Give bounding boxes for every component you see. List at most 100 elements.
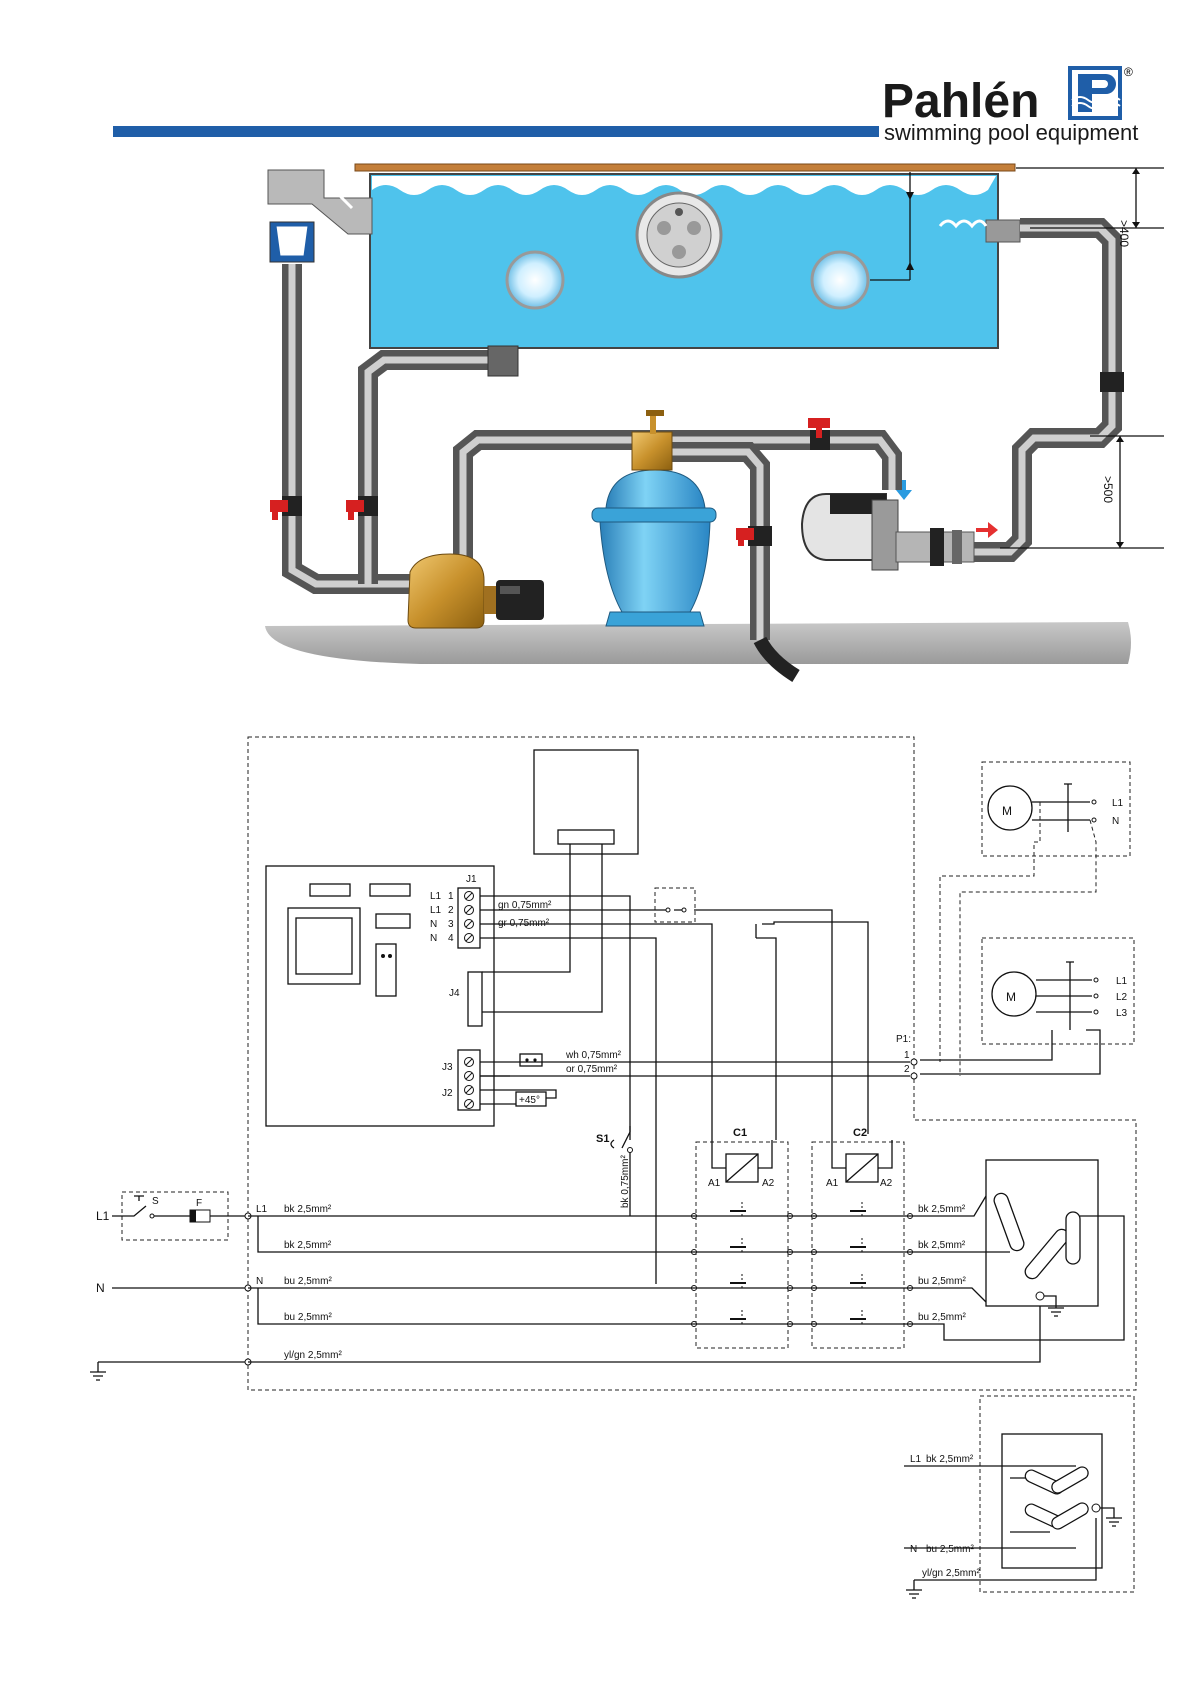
svg-text:A2: A2 xyxy=(880,1178,893,1189)
svg-text:>500: >500 xyxy=(1101,476,1115,503)
brand-tagline: swimming pool equipment xyxy=(884,120,1138,145)
svg-text:J2: J2 xyxy=(442,1088,453,1099)
j1-terminal: L1 1 xyxy=(430,891,474,902)
svg-text:bk 2,5mm²: bk 2,5mm² xyxy=(918,1240,966,1251)
j1-terminal-line: L1 xyxy=(430,891,442,902)
svg-text:gr 0,75mm²: gr 0,75mm² xyxy=(498,918,550,929)
svg-text:N: N xyxy=(1112,816,1119,827)
cleaner-unit xyxy=(635,191,723,279)
svg-text:or 0,75mm²: or 0,75mm² xyxy=(566,1064,618,1075)
control-board xyxy=(265,865,495,1127)
terminal-block-j3-j2: J3 J2 +45° xyxy=(442,1049,557,1111)
return-nozzle xyxy=(938,219,1021,243)
enclosure-boundary xyxy=(247,736,1137,1391)
svg-text:L1: L1 xyxy=(1112,798,1124,809)
circulation-pump xyxy=(407,553,544,629)
svg-text:L1: L1 xyxy=(910,1454,922,1465)
ground xyxy=(265,622,1131,664)
svg-text:N: N xyxy=(96,1281,105,1295)
svg-text:A1: A1 xyxy=(708,1178,721,1189)
ground-symbol-icon xyxy=(1100,1507,1122,1527)
brand-logo-icon xyxy=(1068,66,1122,120)
j1-terminal-num: 4 xyxy=(448,933,454,944)
svg-text:N: N xyxy=(910,1544,917,1555)
svg-text:+45°: +45° xyxy=(519,1095,540,1106)
svg-text:C1: C1 xyxy=(733,1127,747,1139)
underwater-light-right xyxy=(810,250,870,310)
svg-text:N: N xyxy=(256,1276,263,1287)
svg-text:bk 2,5mm²: bk 2,5mm² xyxy=(284,1240,332,1251)
j1-terminal-num: 1 xyxy=(448,891,454,902)
svg-text:S1: S1 xyxy=(596,1133,609,1145)
svg-text:J1: J1 xyxy=(466,874,477,885)
svg-text:bu 2,5mm²: bu 2,5mm² xyxy=(918,1312,966,1323)
svg-text:bk 0,75mm²: bk 0,75mm² xyxy=(620,1155,631,1208)
switch-s1: S1 bk 0,75mm² xyxy=(596,1126,633,1216)
svg-text:yl/gn 2,5mm²: yl/gn 2,5mm² xyxy=(922,1568,980,1579)
svg-text:bu 2,5mm²: bu 2,5mm² xyxy=(284,1312,332,1323)
contactor-c1: C1 A1 A2 xyxy=(695,1127,789,1349)
dimension-bottom: >500 xyxy=(1000,435,1164,549)
svg-text:S: S xyxy=(152,1196,159,1207)
brand-name: Pahlén xyxy=(882,75,1039,128)
svg-text:P1:: P1: xyxy=(896,1034,911,1045)
svg-text:yl/gn 2,5mm²: yl/gn 2,5mm² xyxy=(284,1350,342,1361)
ground-symbol-icon xyxy=(90,1361,118,1381)
svg-text:1: 1 xyxy=(904,1050,910,1061)
skimmer xyxy=(267,169,373,263)
header: Pahlén ® swimming pool equipment xyxy=(113,65,1138,145)
svg-text:bk 2,5mm²: bk 2,5mm² xyxy=(284,1204,332,1215)
pipework xyxy=(282,218,1124,682)
underwater-light-left xyxy=(505,250,565,310)
contactor-c2: C2 A1 A2 xyxy=(811,1127,905,1349)
flow-out-arrow-icon xyxy=(976,522,998,538)
ground-symbol-icon xyxy=(1044,1295,1064,1317)
svg-text:gn 0,75mm²: gn 0,75mm² xyxy=(498,900,552,911)
svg-text:A2: A2 xyxy=(762,1178,775,1189)
svg-text:bk 2,5mm²: bk 2,5mm² xyxy=(926,1454,974,1465)
svg-text:bu 2,5mm²: bu 2,5mm² xyxy=(284,1276,332,1287)
dimension-top: >400 xyxy=(1016,167,1164,247)
svg-text:F: F xyxy=(196,1198,202,1209)
flow-in-arrow-icon xyxy=(896,480,912,500)
svg-text:L1: L1 xyxy=(256,1204,268,1215)
svg-text:bk 2,5mm²: bk 2,5mm² xyxy=(918,1204,966,1215)
sand-filter xyxy=(591,410,717,627)
ground-symbol-icon xyxy=(906,1579,924,1599)
j1-terminal-line: N xyxy=(430,933,437,944)
svg-text:A1: A1 xyxy=(826,1178,839,1189)
motor-3ph: M L1 L2 L3 xyxy=(920,937,1135,1075)
header-bar xyxy=(113,126,879,137)
connector-j4: J4 xyxy=(449,971,483,1027)
motor-1ph: M L1 N xyxy=(939,761,1131,1076)
alt-heating-block: L1 bk 2,5mm² N bu 2,5mm² yl/gn 2,5mm² xyxy=(904,1395,1135,1599)
j1-terminal-num: 2 xyxy=(448,905,454,916)
svg-text:C2: C2 xyxy=(853,1127,867,1139)
svg-text:L2: L2 xyxy=(1116,992,1128,1003)
svg-text:L3: L3 xyxy=(1116,1008,1128,1019)
j1-terminal-num: 3 xyxy=(448,919,454,930)
valve-handles xyxy=(270,418,830,546)
heating-element-block xyxy=(910,1159,1125,1341)
svg-text:J3: J3 xyxy=(442,1062,453,1073)
j1-terminal-line: N xyxy=(430,919,437,930)
j1-terminal-line: L1 xyxy=(430,905,442,916)
heater-box xyxy=(533,749,639,855)
svg-text:L1: L1 xyxy=(96,1209,110,1223)
svg-text:wh 0,75mm²: wh 0,75mm² xyxy=(565,1050,622,1061)
svg-text:J4: J4 xyxy=(449,988,460,999)
svg-text:M: M xyxy=(1002,804,1012,818)
svg-text:bu 2,5mm²: bu 2,5mm² xyxy=(926,1544,974,1555)
svg-text:>400: >400 xyxy=(1117,220,1131,247)
pool-installation: >400 >500 xyxy=(265,163,1164,682)
svg-text:L1: L1 xyxy=(1116,976,1128,987)
heat-pump-heater xyxy=(800,493,975,571)
main-supply: L1 N S F L1 N xyxy=(90,1191,268,1381)
j1-terminal: L1 2 xyxy=(430,905,474,916)
registered-mark: ® xyxy=(1124,65,1133,79)
